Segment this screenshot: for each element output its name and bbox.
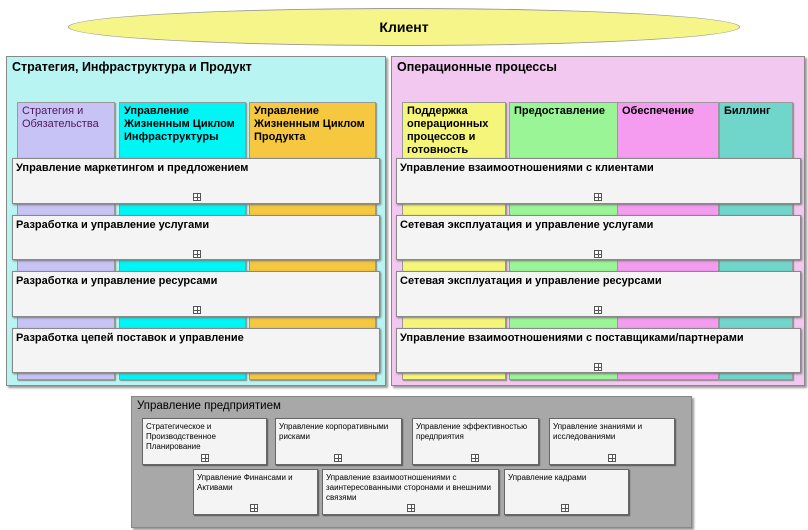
enterprise-box-hr[interactable]: Управление кадрами (504, 469, 629, 515)
row-label: Управление маркетингом и предложением (16, 162, 249, 174)
row-label: Разработка и управление услугами (16, 219, 210, 231)
enterprise-box-risk[interactable]: Управление корпоративными рисками (275, 418, 402, 465)
row-service-mgmt[interactable]: Сетевая эксплуатация и управление услуга… (396, 215, 801, 260)
operations-panel-title: Операционные процессы (397, 60, 557, 74)
box-label: Управление кадрами (508, 473, 587, 482)
row-label: Управление взаимоотношениями с поставщик… (400, 332, 744, 344)
column-label: Управление Жизненным Циклом Продукта (254, 105, 365, 143)
column-label: Поддержка операционных процессов и готов… (407, 105, 489, 156)
enterprise-box-knowledge[interactable]: Управление знаниями и исследованиями (549, 418, 675, 465)
expand-icon[interactable] (608, 454, 616, 462)
enterprise-box-stakeholders[interactable]: Управление взаимоотношениями с заинтерес… (322, 469, 499, 515)
enterprise-box-effectiveness[interactable]: Управление эффективностью предприятия (412, 418, 539, 465)
column-label: Биллинг (724, 105, 771, 117)
box-label: Управление корпоративными рисками (279, 422, 389, 441)
box-label: Управление Финансами и Активами (197, 473, 293, 492)
expand-icon[interactable] (193, 306, 201, 314)
column-label: Предоставление (514, 105, 606, 117)
column-label: Стратегия и Обязательства (22, 105, 99, 130)
expand-icon[interactable] (561, 504, 569, 512)
column-label: Обеспечение (622, 105, 694, 117)
enterprise-box-strategic-planning[interactable]: Стратегическое и Производственное Планир… (142, 418, 267, 465)
row-supply-chain[interactable]: Разработка цепей поставок и управление (12, 328, 380, 373)
row-label: Управление взаимоотношениями с клиентами (400, 162, 654, 174)
expand-icon[interactable] (407, 504, 415, 512)
row-resource-dev[interactable]: Разработка и управление ресурсами (12, 271, 380, 317)
box-label: Управление эффективностью предприятия (416, 422, 528, 441)
box-label: Управление знаниями и исследованиями (553, 422, 643, 441)
column-label: Управление Жизненным Циклом Инфраструкту… (124, 105, 235, 143)
strategy-panel-title: Стратегия, Инфраструктура и Продукт (12, 60, 252, 74)
row-crm[interactable]: Управление взаимоотношениями с клиентами (396, 158, 801, 204)
row-supplier-mgmt[interactable]: Управление взаимоотношениями с поставщик… (396, 328, 801, 373)
row-resource-mgmt[interactable]: Сетевая эксплуатация и управление ресурс… (396, 271, 801, 317)
expand-icon[interactable] (193, 250, 201, 258)
expand-icon[interactable] (334, 454, 342, 462)
box-label: Управление взаимоотношениями с заинтерес… (326, 473, 491, 502)
expand-icon[interactable] (594, 363, 602, 371)
expand-icon[interactable] (594, 250, 602, 258)
row-label: Разработка цепей поставок и управление (16, 332, 244, 344)
client-ellipse[interactable]: Клиент (68, 8, 740, 46)
row-label: Сетевая эксплуатация и управление ресурс… (400, 275, 662, 287)
client-label: Клиент (379, 19, 429, 35)
row-service-dev[interactable]: Разработка и управление услугами (12, 215, 380, 260)
expand-icon[interactable] (594, 193, 602, 201)
expand-icon[interactable] (471, 454, 479, 462)
row-label: Сетевая эксплуатация и управление услуга… (400, 219, 654, 231)
expand-icon[interactable] (594, 306, 602, 314)
box-label: Стратегическое и Производственное Планир… (146, 422, 216, 451)
row-label: Разработка и управление ресурсами (16, 275, 218, 287)
enterprise-box-finance[interactable]: Управление Финансами и Активами (193, 469, 318, 515)
enterprise-panel-title: Управление предприятием (137, 400, 281, 412)
expand-icon[interactable] (250, 504, 258, 512)
row-marketing[interactable]: Управление маркетингом и предложением (12, 158, 380, 204)
expand-icon[interactable] (193, 193, 201, 201)
expand-icon[interactable] (201, 454, 209, 462)
